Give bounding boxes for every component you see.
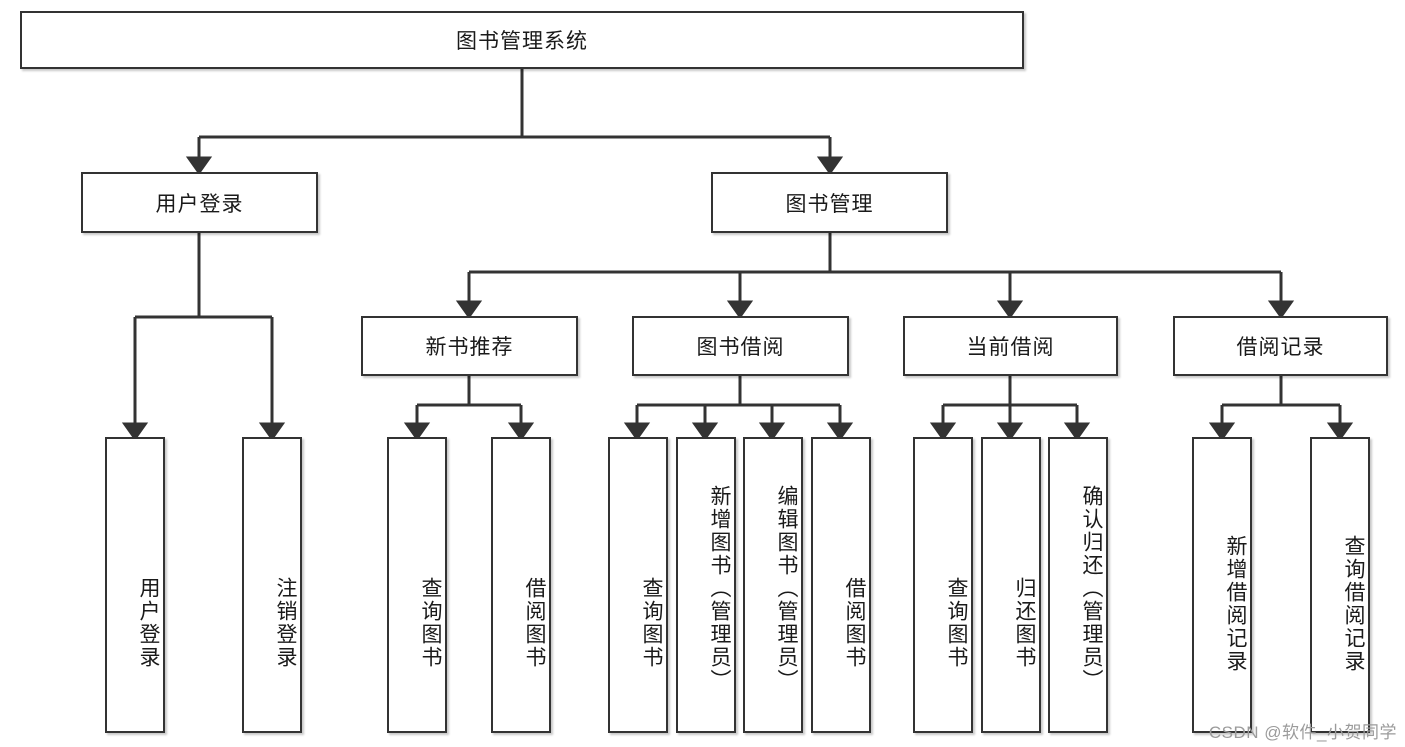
node-label: 查询图书	[640, 577, 663, 669]
node-leaf-borrow-book-recommend[interactable]: 借阅图书	[491, 437, 551, 733]
node-label: 确认归还（管理员）	[1080, 484, 1103, 692]
node-label: 新书推荐	[425, 336, 514, 359]
node-book-borrow[interactable]: 图书借阅	[632, 316, 849, 376]
node-label: 查询借阅记录	[1342, 535, 1365, 673]
node-label: 借阅图书	[843, 577, 866, 669]
node-leaf-query-book-recommend[interactable]: 查询图书	[387, 437, 447, 733]
node-leaf-add-borrow-record[interactable]: 新增借阅记录	[1192, 437, 1252, 733]
node-label: 新增图书（管理员）	[708, 484, 731, 692]
node-leaf-edit-book-admin[interactable]: 编辑图书（管理员）	[743, 437, 803, 733]
node-label: 图书管理	[785, 192, 874, 216]
node-user-login[interactable]: 用户登录	[81, 172, 318, 233]
node-leaf-logout-login[interactable]: 注销登录	[242, 437, 302, 733]
node-root-book-management-system[interactable]: 图书管理系统	[20, 11, 1024, 69]
node-book-management[interactable]: 图书管理	[711, 172, 948, 233]
node-leaf-return-book[interactable]: 归还图书	[981, 437, 1041, 733]
node-label: 借阅图书	[523, 577, 546, 669]
node-label: 图书管理系统	[456, 30, 588, 53]
node-label: 图书借阅	[696, 336, 785, 359]
node-label: 归还图书	[1013, 577, 1036, 669]
node-leaf-query-book-borrow[interactable]: 查询图书	[608, 437, 668, 733]
node-leaf-confirm-return-admin[interactable]: 确认归还（管理员）	[1048, 437, 1108, 733]
node-current-borrow[interactable]: 当前借阅	[903, 316, 1118, 376]
node-leaf-add-book-admin[interactable]: 新增图书（管理员）	[676, 437, 736, 733]
node-label: 新增借阅记录	[1224, 535, 1247, 673]
csdn-watermark: CSDN @软件_小贺同学	[1208, 723, 1397, 742]
node-leaf-user-login[interactable]: 用户登录	[105, 437, 165, 733]
node-label: 借阅记录	[1236, 336, 1325, 359]
node-label: 查询图书	[945, 577, 968, 669]
node-label: 当前借阅	[966, 336, 1055, 359]
node-leaf-borrow-book-borrow[interactable]: 借阅图书	[811, 437, 871, 733]
node-new-book-recommend[interactable]: 新书推荐	[361, 316, 578, 376]
node-leaf-query-borrow-record[interactable]: 查询借阅记录	[1310, 437, 1370, 733]
node-label: 注销登录	[274, 577, 297, 669]
node-label: 用户登录	[137, 577, 160, 669]
node-leaf-query-book-current[interactable]: 查询图书	[913, 437, 973, 733]
node-label: 用户登录	[155, 192, 244, 216]
node-borrow-record[interactable]: 借阅记录	[1173, 316, 1388, 376]
node-label: 编辑图书（管理员）	[775, 484, 798, 692]
node-label: 查询图书	[419, 577, 442, 669]
